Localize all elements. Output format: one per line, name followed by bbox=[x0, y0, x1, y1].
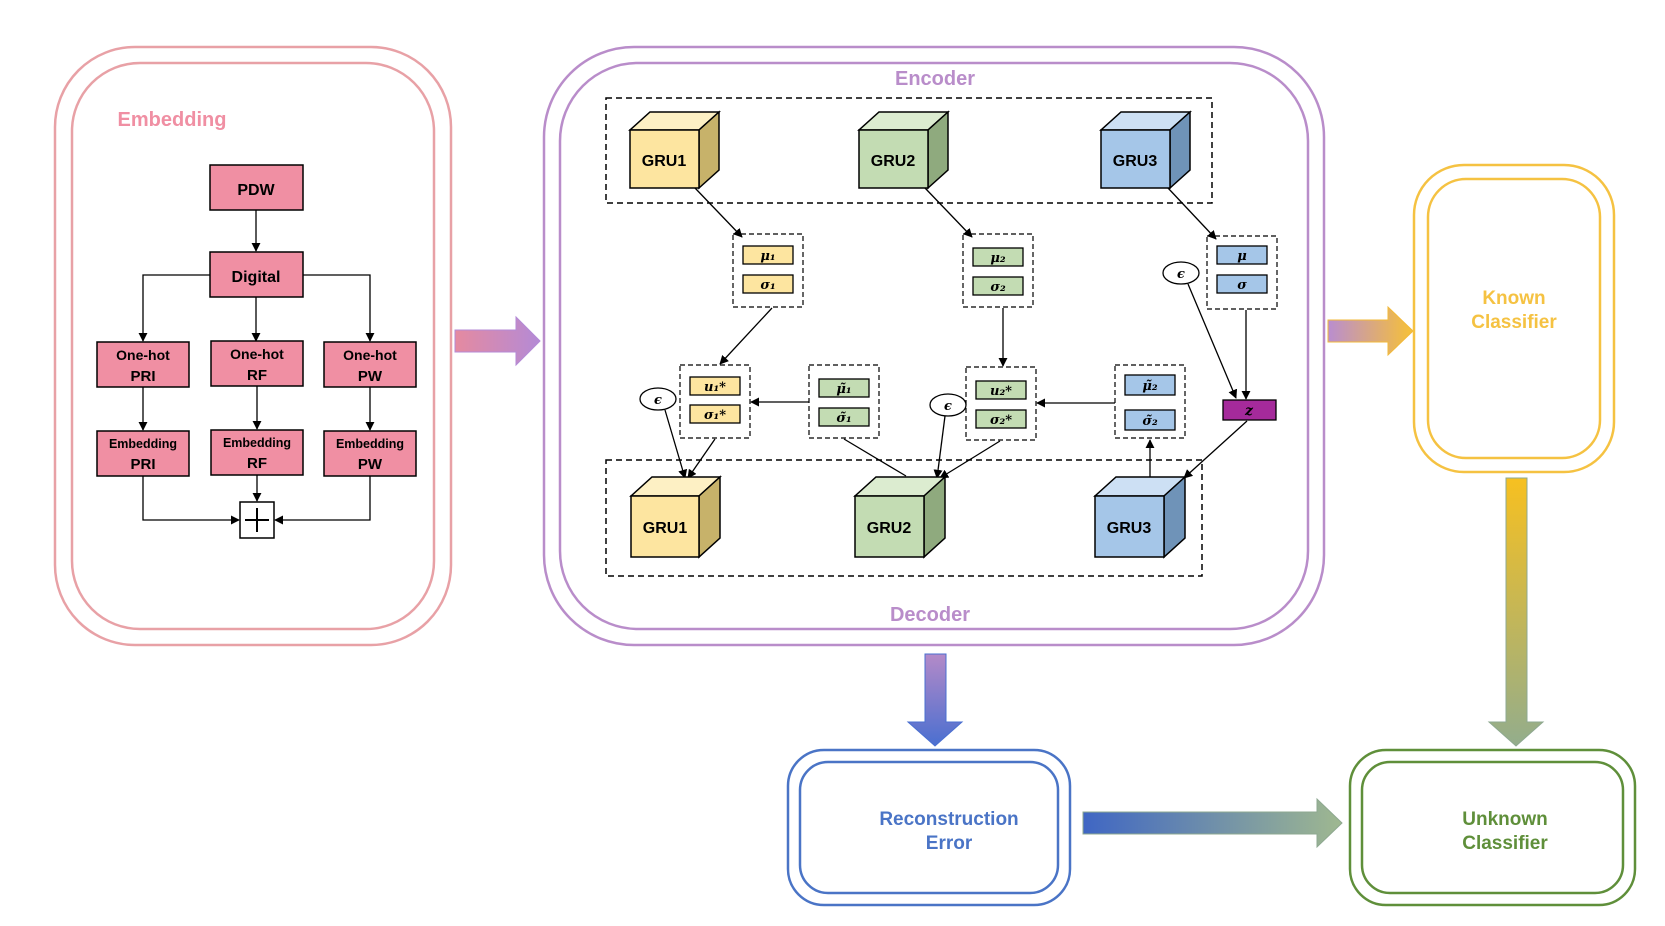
onehot-pri-line1: One-hot bbox=[116, 347, 170, 363]
emb-pri-line2: PRI bbox=[130, 456, 155, 473]
embedding-title: Embedding bbox=[118, 109, 227, 131]
unknown-classifier-line2: Classifier bbox=[1462, 833, 1548, 854]
epsilon-1: ϵ bbox=[639, 387, 677, 411]
unknown-classifier-line1: Unknown bbox=[1462, 809, 1548, 830]
star-stats-1: u₁* σ₁* bbox=[679, 364, 751, 439]
enc-sigma2: σ₂ bbox=[990, 280, 1006, 295]
pdw-label: PDW bbox=[237, 182, 275, 199]
onehot-pw-line2: PW bbox=[358, 368, 383, 385]
known-classifier-panel: Known Classifier bbox=[1412, 163, 1616, 474]
encoder-gru2: GRU2 bbox=[857, 110, 950, 190]
emb-pw-line1: Embedding bbox=[336, 437, 404, 451]
star-u2: u₂* bbox=[990, 384, 1012, 399]
decoder-gru3: GRU3 bbox=[1093, 475, 1187, 559]
tilde-sigma2: σ̃₂ bbox=[1142, 414, 1158, 429]
known-classifier-line2: Classifier bbox=[1471, 312, 1557, 333]
known-classifier-line1: Known bbox=[1482, 288, 1545, 309]
encoder-gru1-label: GRU1 bbox=[642, 153, 687, 170]
star-stats-2: u₂* σ₂* bbox=[965, 366, 1037, 441]
star-sigma1: σ₁* bbox=[704, 408, 726, 423]
tilde-mu2: μ̃₂ bbox=[1142, 379, 1158, 394]
arrow-reconstruction-to-unknown bbox=[1082, 797, 1343, 849]
arrow-vae-to-known bbox=[1327, 305, 1414, 357]
star-sigma2: σ₂* bbox=[990, 413, 1012, 428]
embedding-panel: Embedding PDW Digital One-hot PRI One-ho… bbox=[53, 45, 453, 647]
reconstruction-error-panel: Reconstruction Error bbox=[786, 748, 1072, 907]
emb-rf-line1: Embedding bbox=[223, 436, 291, 450]
enc-mu2: μ₂ bbox=[990, 251, 1006, 266]
encoder-gru3-label: GRU3 bbox=[1113, 153, 1158, 170]
enc-stats-2: μ₂ σ₂ bbox=[962, 233, 1034, 308]
enc-stats-3: μ σ bbox=[1206, 235, 1278, 310]
arrow-vae-to-reconstruction bbox=[906, 653, 964, 747]
decoder-gru1: GRU1 bbox=[629, 475, 722, 559]
enc-sigma: σ bbox=[1237, 278, 1247, 293]
reconstruction-error-line1: Reconstruction bbox=[879, 809, 1018, 830]
epsilon-2-label: ϵ bbox=[944, 399, 952, 414]
enc-stats-1: μ₁ σ₁ bbox=[732, 233, 804, 308]
emb-pw-line2: PW bbox=[358, 456, 383, 473]
z-node bbox=[1222, 399, 1277, 421]
onehot-rf-line2: RF bbox=[247, 367, 267, 384]
vae-panel: Encoder Decoder GRU1 GRU2 GRU3 bbox=[542, 45, 1326, 647]
emb-pri-line1: Embedding bbox=[109, 437, 177, 451]
epsilon-1-label: ϵ bbox=[654, 393, 662, 408]
onehot-rf-line1: One-hot bbox=[230, 346, 284, 362]
encoder-gru3: GRU3 bbox=[1099, 110, 1192, 190]
enc-mu: μ bbox=[1237, 249, 1247, 264]
epsilon-3: ϵ bbox=[1162, 261, 1200, 285]
enc-mu1: μ₁ bbox=[760, 249, 775, 264]
star-u1: u₁* bbox=[704, 380, 726, 395]
emb-rf-line2: RF bbox=[247, 455, 267, 472]
epsilon-2: ϵ bbox=[929, 393, 967, 417]
tilde-stats-1: μ̃₁ σ̃₁ bbox=[808, 364, 880, 439]
decoder-gru2-label: GRU2 bbox=[867, 520, 912, 537]
arrow-known-to-unknown bbox=[1487, 477, 1545, 747]
tilde-sigma1: σ̃₁ bbox=[836, 411, 851, 426]
tilde-stats-2: μ̃₂ σ̃₂ bbox=[1114, 364, 1186, 439]
encoder-label: Encoder bbox=[895, 68, 975, 90]
decoder-gru3-label: GRU3 bbox=[1107, 520, 1152, 537]
z-label: z bbox=[1244, 403, 1254, 419]
unknown-classifier-panel: Unknown Classifier bbox=[1348, 748, 1637, 907]
tilde-mu1: μ̃₁ bbox=[836, 382, 851, 397]
arrow-embedding-to-vae bbox=[454, 315, 541, 367]
epsilon-3-label: ϵ bbox=[1177, 267, 1185, 282]
decoder-gru1-label: GRU1 bbox=[643, 520, 688, 537]
decoder-label: Decoder bbox=[890, 604, 970, 626]
onehot-pri-line2: PRI bbox=[130, 368, 155, 385]
onehot-pw-line1: One-hot bbox=[343, 347, 397, 363]
digital-label: Digital bbox=[232, 269, 281, 286]
reconstruction-error-line2: Error bbox=[926, 833, 973, 854]
encoder-gru2-label: GRU2 bbox=[871, 153, 916, 170]
encoder-gru1: GRU1 bbox=[628, 110, 721, 190]
enc-sigma1: σ₁ bbox=[760, 278, 775, 293]
decoder-gru2: GRU2 bbox=[853, 475, 947, 559]
